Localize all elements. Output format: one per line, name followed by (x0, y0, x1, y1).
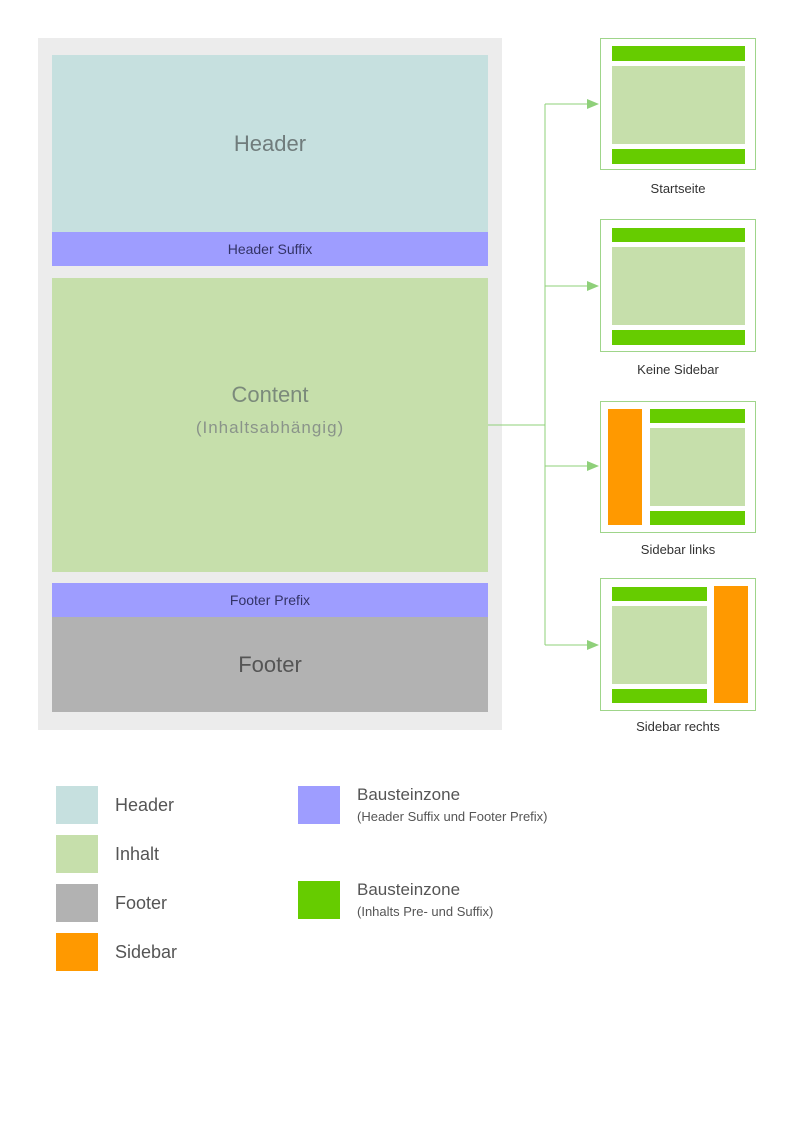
legend-label-sidebar: Sidebar (115, 942, 178, 962)
sidebar-block (714, 586, 748, 703)
footer-prefix-zone: Footer Prefix (52, 583, 488, 617)
content-area (612, 247, 745, 325)
content-prefix-bar (650, 409, 745, 423)
layout-caption: Keine Sidebar (637, 362, 719, 377)
header-suffix-zone: Header Suffix (52, 232, 488, 266)
content-prefix-bar (612, 587, 707, 601)
legend-note: (Header Suffix und Footer Prefix) (357, 809, 548, 824)
header-zone: Header (52, 55, 488, 232)
content-area (612, 606, 707, 684)
legend-note: (Inhalts Pre- und Suffix) (357, 904, 494, 919)
layout-caption: Sidebar links (640, 542, 716, 557)
legend-entry-bausteinzone-green: Bausteinzone (Inhalts Pre- und Suffix) (357, 880, 493, 919)
legend-swatch-header (56, 786, 98, 824)
header-suffix-label: Header Suffix (227, 241, 313, 257)
content-suffix-bar (650, 511, 745, 525)
footer-prefix-label: Footer Prefix (229, 592, 311, 608)
legend-title: Bausteinzone (357, 880, 461, 899)
layout-thumb-startseite (600, 38, 756, 170)
header-zone-label: Header (233, 130, 307, 156)
legend-title: Bausteinzone (357, 785, 461, 804)
content-prefix-bar (612, 228, 745, 242)
layout-caption: Sidebar rechts (636, 719, 720, 734)
legend-swatch-inhalt (56, 835, 98, 873)
legend-swatch-footer (56, 884, 98, 922)
legend-swatch-bausteinzone-green (298, 881, 340, 919)
legend-swatch-bausteinzone-blue (298, 786, 340, 824)
footer-zone: Footer (52, 617, 488, 712)
legend-label-header: Header (115, 795, 175, 815)
content-area (650, 428, 745, 506)
content-zone: Content (Inhaltsabhängig) (52, 278, 488, 572)
layout-thumb-keine-sidebar (600, 219, 756, 352)
content-zone-note: (Inhaltsabhängig) (195, 418, 345, 437)
legend-label-footer: Footer (115, 893, 168, 913)
footer-zone-label: Footer (238, 651, 302, 677)
content-suffix-bar (612, 689, 707, 703)
layout-thumb-sidebar-links (600, 401, 756, 533)
content-suffix-bar (612, 149, 745, 164)
legend-label-inhalt: Inhalt (115, 844, 160, 864)
legend-entry-bausteinzone-blue: Bausteinzone (Header Suffix und Footer P… (357, 785, 548, 824)
legend-swatch-sidebar (56, 933, 98, 971)
content-suffix-bar (612, 330, 745, 345)
content-zone-label: Content (231, 382, 309, 407)
sidebar-block (608, 409, 642, 525)
layout-caption: Startseite (650, 181, 706, 196)
content-prefix-bar (612, 46, 745, 61)
layout-thumb-sidebar-rechts (600, 578, 756, 711)
content-area (612, 66, 745, 144)
